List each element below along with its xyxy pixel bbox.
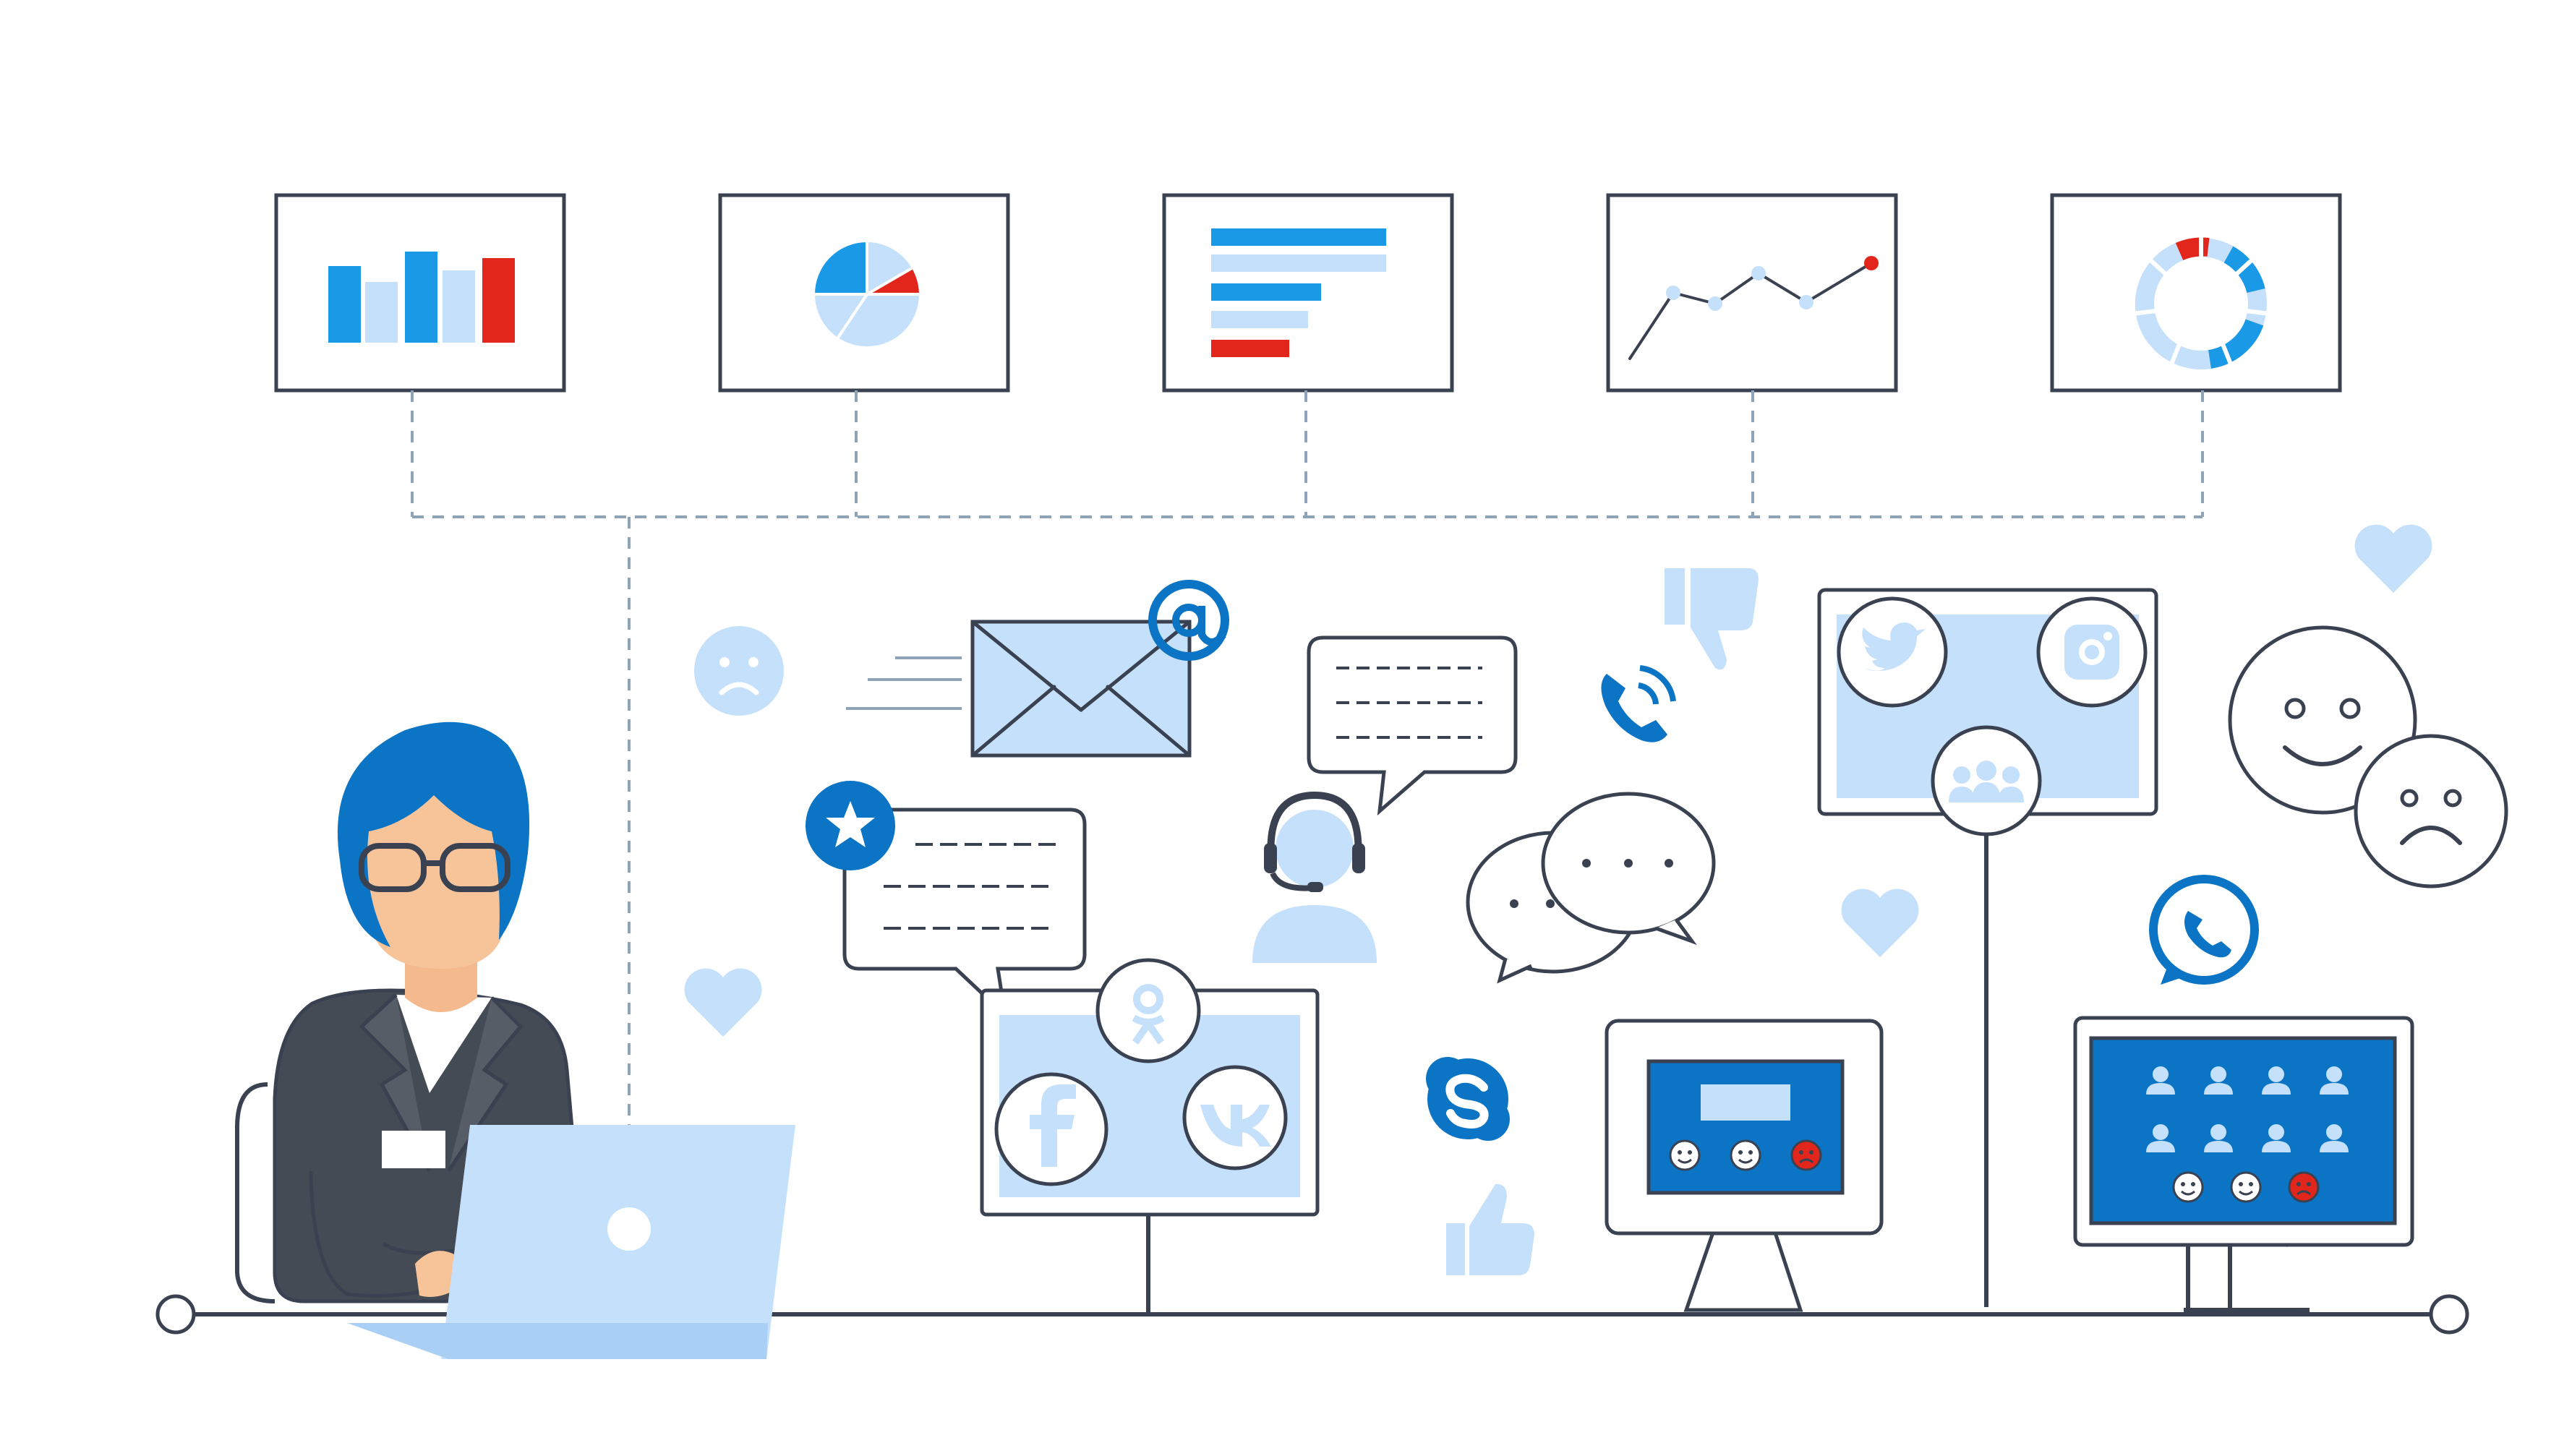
headset-operator-icon [1252, 791, 1377, 963]
heart-icon [1841, 888, 1919, 957]
social-media-board [980, 958, 1320, 1314]
operator-woman [235, 721, 579, 1303]
bar-chart-icon [328, 252, 515, 343]
phone-icon [1601, 665, 1676, 742]
name-badge [382, 1131, 445, 1168]
instagram-icon [2036, 596, 2148, 708]
chat-bubbles-icon [1466, 792, 1716, 984]
dashboard-panels [274, 193, 2342, 393]
facebook-icon [994, 1072, 1108, 1186]
social-board [1817, 588, 2158, 1307]
star-badge-icon [806, 781, 895, 870]
envelope-icon [846, 620, 1192, 758]
horizontal-bar-chart-panel [1162, 193, 1454, 393]
glasses-icon [359, 843, 510, 892]
at-sign-icon [1148, 580, 1229, 661]
sad-face-icon [694, 626, 784, 716]
heart-icon [2354, 524, 2432, 593]
apple-logo-icon [607, 1207, 651, 1251]
thumbs-down-icon [1665, 568, 1759, 670]
horizontal-bar-chart-icon [1211, 228, 1386, 357]
laptop-icon [347, 1125, 795, 1359]
thumbs-up-icon [1446, 1183, 1534, 1275]
feedback-terminal-icon [1605, 1019, 1884, 1312]
odnoklassniki-icon [1095, 958, 1201, 1063]
community-icon [1931, 725, 2042, 836]
sad-face-icon [2354, 734, 2508, 888]
speech-bubble-icon [1307, 635, 1518, 816]
line-chart-icon [1628, 256, 1879, 360]
whatsapp-icon [2149, 875, 2259, 985]
skype-icon [1426, 1057, 1510, 1141]
line-chart-panel [1606, 193, 1898, 393]
donut-chart-panel [2050, 193, 2342, 393]
vk-icon [1182, 1065, 1288, 1170]
donut-chart-icon [2132, 236, 2270, 369]
heart-icon [684, 968, 762, 1037]
dashed-connectors [411, 390, 2204, 1215]
pie-chart-panel [718, 193, 1010, 393]
bar-chart-panel [274, 193, 566, 393]
twitter-icon [1837, 596, 1948, 708]
audience-monitor-icon [2073, 1016, 2414, 1312]
pie-chart-icon [814, 242, 920, 347]
